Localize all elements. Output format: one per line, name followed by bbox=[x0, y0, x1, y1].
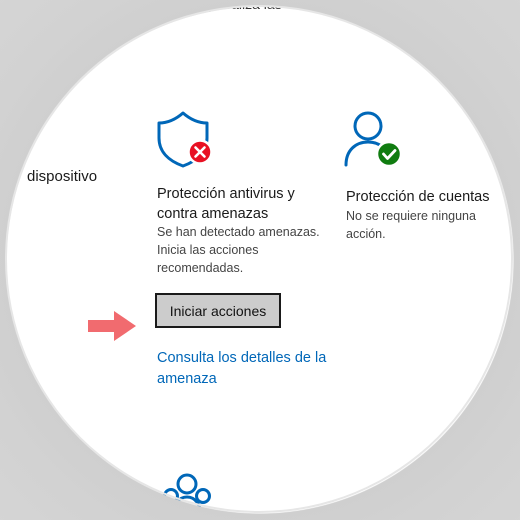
person-check-icon bbox=[344, 111, 403, 168]
account-protection-title: Protección de cuentas bbox=[346, 189, 490, 205]
family-icon bbox=[163, 473, 211, 519]
header-clipped-text: , y realiza las bbox=[200, 0, 282, 12]
threat-details-link[interactable]: Consulta los detalles de la amenaza bbox=[157, 350, 327, 387]
virus-protection-title: Protección antivirus y contra amenazas bbox=[157, 186, 295, 222]
sidebar-item-label[interactable]: dispositivo bbox=[27, 168, 98, 185]
account-protection-description: No se requiere ninguna acción. bbox=[346, 209, 476, 241]
start-actions-button[interactable]: Iniciar acciones bbox=[155, 293, 281, 328]
sidebar-item-label[interactable]: ador bbox=[30, 88, 61, 105]
shield-error-icon bbox=[157, 111, 213, 168]
arrow-right-icon bbox=[88, 311, 136, 341]
virus-protection-description: Se han detectado amenazas. Inicia las ac… bbox=[157, 225, 320, 275]
